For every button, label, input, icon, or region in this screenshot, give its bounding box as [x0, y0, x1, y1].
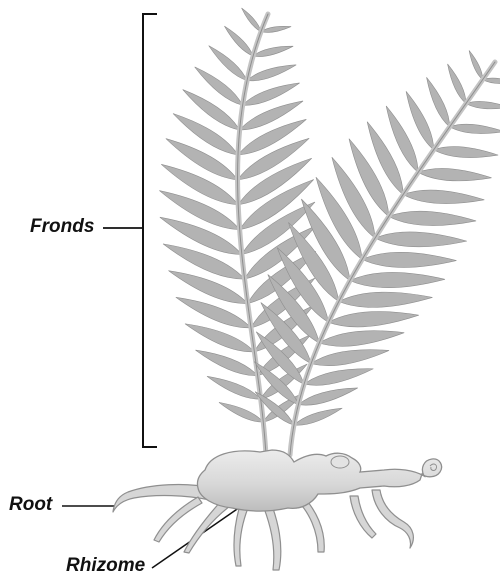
- left-frond-pinna: [170, 108, 242, 160]
- right-frond-pinna: [449, 122, 500, 135]
- right-frond-pinna: [303, 363, 375, 389]
- right-frond-pinna: [433, 145, 498, 161]
- right-frond-pinna: [328, 308, 419, 330]
- left-frond-pinna: [217, 399, 264, 426]
- rhizome-body: [197, 450, 441, 511]
- fronds-bracket: [143, 14, 157, 447]
- rhizome-label: Rhizome: [66, 555, 145, 577]
- root-label: Root: [9, 494, 52, 516]
- right-frond-pinna: [444, 62, 469, 105]
- right-frond-pinna: [418, 166, 492, 183]
- right-frond-pinna: [375, 231, 467, 249]
- right-frond-pinna: [318, 326, 405, 350]
- right-frond-pinna: [388, 210, 476, 228]
- left-frond-pinna: [205, 372, 262, 403]
- fronds-label: Fronds: [30, 216, 94, 238]
- left-frond-pinna: [246, 61, 298, 85]
- right-frond-pinna: [423, 75, 454, 128]
- right-frond-pinna: [403, 188, 485, 206]
- right-frond-pinna: [466, 100, 500, 111]
- right-frond-pinna: [362, 252, 456, 268]
- left-frond-pinna: [222, 24, 255, 58]
- right-frond-pinna: [338, 290, 432, 309]
- fern-fronds: [156, 6, 500, 455]
- right-frond-pinna: [350, 272, 445, 289]
- right-frond-pinna: [297, 383, 359, 409]
- right-frond-pinna: [310, 344, 390, 370]
- rhizome-bud: [331, 456, 349, 468]
